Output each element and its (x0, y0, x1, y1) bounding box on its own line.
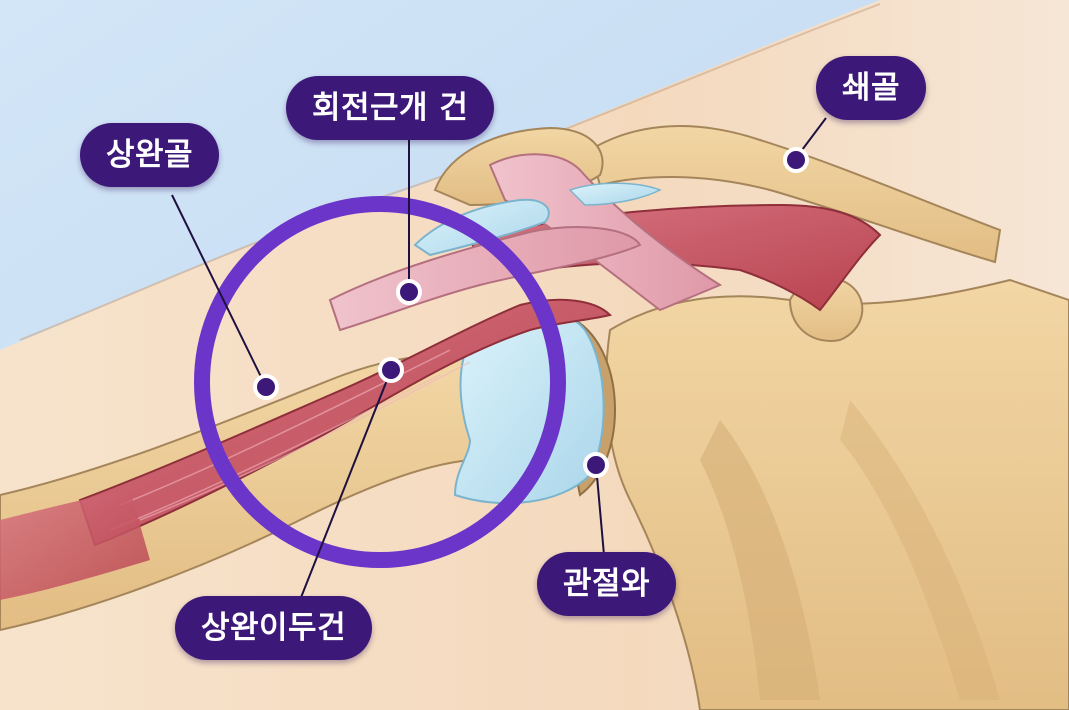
clavicle-bone (588, 125, 1002, 264)
leader-line-humerus (171, 194, 267, 388)
label-humerus: 상완골 (80, 123, 220, 187)
highlight-ring (194, 196, 566, 568)
leader-line-glenoid (595, 464, 605, 556)
label-rotator-cuff-tendon: 회전근개 건 (286, 76, 495, 140)
label-clavicle: 쇄골 (816, 56, 927, 120)
scapula-bone (605, 278, 1069, 710)
upper-cartilage (568, 182, 662, 206)
label-biceps-tendon: 상완이두건 (175, 596, 373, 660)
scapula-shading (700, 420, 820, 700)
marker-clavicle (783, 147, 809, 173)
leader-line-biceps (299, 369, 392, 601)
marker-biceps (378, 357, 404, 383)
label-glenoid: 관절와 (537, 552, 677, 616)
scapula-shading-2 (840, 400, 1000, 700)
biceps-muscle-belly (0, 490, 150, 600)
skin-outline (19, 3, 881, 341)
marker-humerus (253, 374, 279, 400)
marker-dots (253, 147, 809, 478)
marker-glenoid (583, 452, 609, 478)
marker-rotator-cuff (396, 279, 422, 305)
